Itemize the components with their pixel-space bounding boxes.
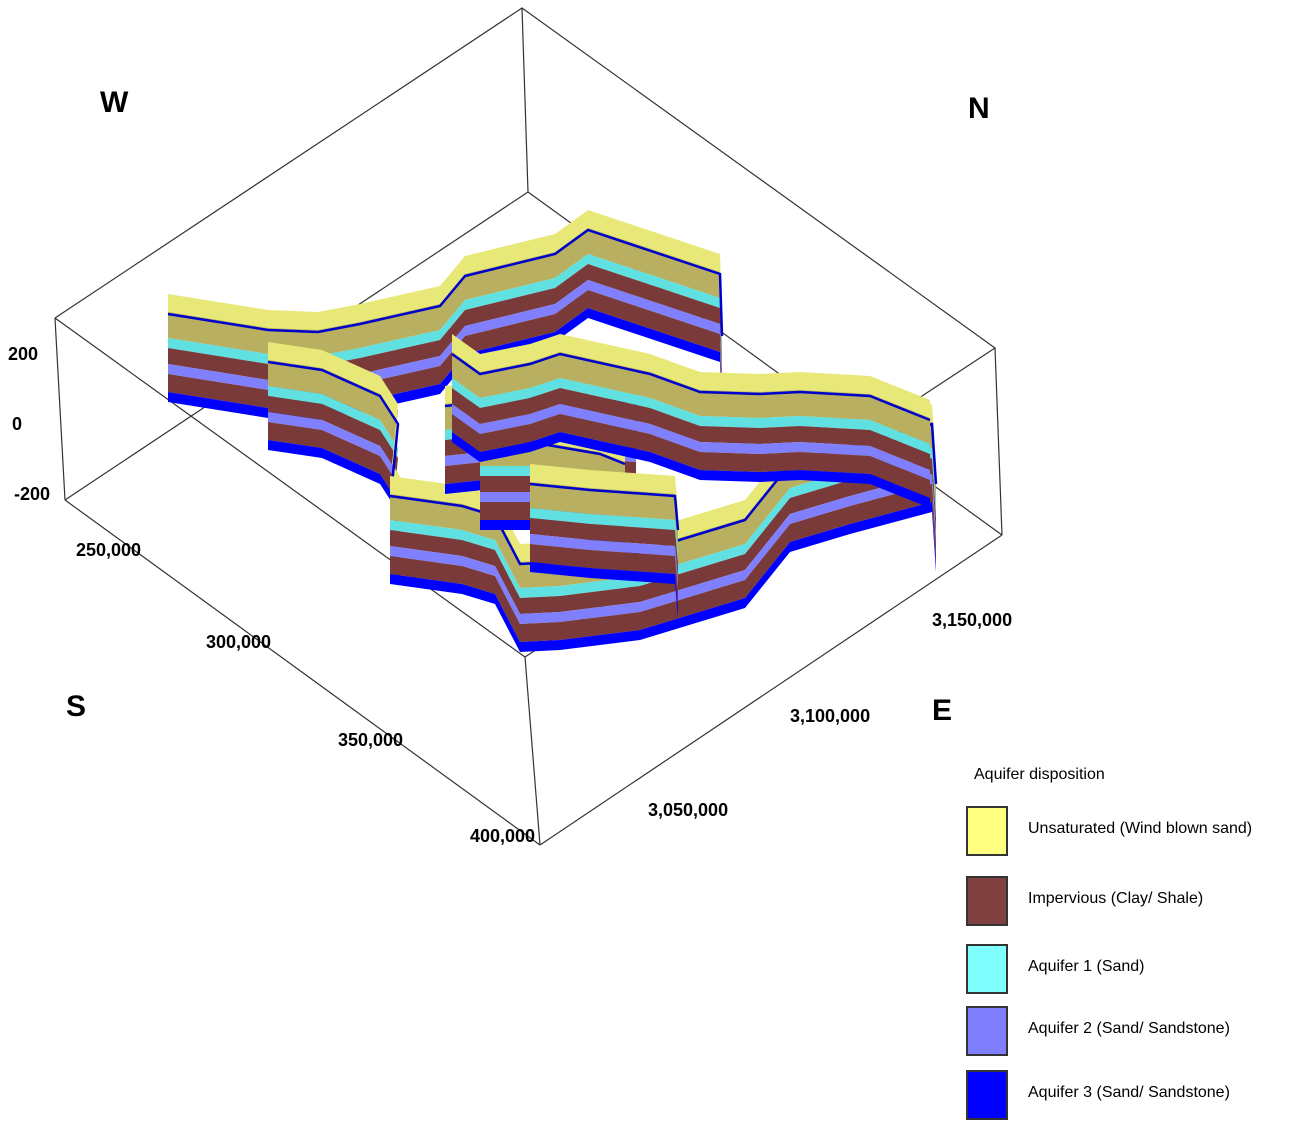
legend-item-aquifer-1: Aquifer 1 (Sand) — [966, 944, 1296, 998]
fence-top-cap — [268, 342, 400, 494]
y-tick-label: 3,100,000 — [790, 706, 871, 726]
fence-layer — [452, 378, 930, 454]
fence-section — [167, 210, 724, 424]
fence-layer — [530, 518, 678, 580]
legend: Aquifer disposition Unsaturated (Wind bl… — [960, 760, 1300, 1124]
water-table-line — [167, 228, 724, 337]
box-edge-front-vertical — [524, 656, 541, 846]
fence-layer — [530, 562, 678, 618]
fence-layer — [390, 502, 936, 652]
x-tick-label: 250,000 — [76, 540, 142, 560]
fence-layer — [480, 520, 625, 552]
fence-top-cap — [530, 464, 678, 528]
fence-layer — [390, 484, 936, 642]
fence-layer — [530, 534, 678, 590]
fence-section — [529, 464, 680, 618]
water-table-line — [451, 352, 931, 422]
fence-layer — [480, 466, 625, 498]
compass-west-label: W — [100, 86, 129, 119]
fence-layer — [268, 386, 400, 530]
fence-layer — [452, 404, 930, 480]
legend-item-aquifer-2: Aquifer 2 (Sand/ Sandstone) — [966, 1006, 1296, 1060]
z-tick-label: 0 — [12, 414, 23, 434]
fence-top-cap — [452, 334, 930, 418]
fence-layer — [452, 414, 930, 498]
legend-swatch — [966, 1006, 1008, 1056]
z-tick-label: 200 — [8, 344, 39, 364]
water-table-line — [529, 482, 680, 531]
fence-section — [451, 334, 931, 508]
fence-layer — [268, 412, 400, 556]
fence-layer — [268, 440, 400, 584]
y-tick-label: 3,150,000 — [932, 610, 1013, 630]
x-tick-label: 400,000 — [470, 826, 536, 846]
fence-layer — [530, 544, 678, 608]
legend-swatch — [966, 1070, 1008, 1120]
box-edge-left-vertical — [54, 317, 66, 501]
legend-item-impervious: Impervious (Clay/ Shale) — [966, 876, 1296, 930]
box-edge-back-vertical — [521, 7, 529, 193]
legend-label: Unsaturated (Wind blown sand) — [1028, 820, 1253, 837]
legend-label: Impervious (Clay/ Shale) — [1028, 890, 1204, 907]
fence-layer — [390, 448, 936, 598]
fence-layer — [390, 458, 936, 614]
fence-panels — [167, 210, 938, 652]
z-tick-label: -200 — [14, 484, 51, 504]
x-tick-label: 350,000 — [338, 730, 404, 750]
fence-layer — [530, 508, 678, 564]
y-tick-label: 3,050,000 — [648, 800, 729, 820]
legend-label: Aquifer 3 (Sand/ Sandstone) — [1028, 1084, 1230, 1101]
fence-layer — [268, 396, 400, 546]
legend-item-unsaturated: Unsaturated (Wind blown sand) — [966, 806, 1296, 860]
compass-south-label: S — [66, 690, 87, 723]
box-edge-right-vertical — [994, 347, 1003, 536]
box-edge-bottom-right — [539, 534, 1003, 846]
legend-swatch — [966, 806, 1008, 856]
fence-layer — [480, 492, 625, 524]
fence-layer — [452, 432, 930, 508]
legend-swatch — [966, 876, 1008, 926]
fence-layer — [268, 422, 400, 574]
fence-layer — [452, 340, 930, 444]
compass-east-label: E — [932, 694, 953, 727]
fence-layer — [390, 474, 936, 624]
x-tick-label: 300,000 — [206, 632, 272, 652]
legend-label: Aquifer 1 (Sand) — [1028, 958, 1145, 975]
legend-title: Aquifer disposition — [974, 766, 1105, 783]
legend-swatch — [966, 944, 1008, 994]
legend-label: Aquifer 2 (Sand/ Sandstone) — [1028, 1020, 1230, 1037]
compass-north-label: N — [968, 92, 990, 125]
fence-section — [267, 342, 402, 584]
box-edge-bottom-left — [64, 499, 541, 846]
legend-item-aquifer-3: Aquifer 3 (Sand/ Sandstone) — [966, 1070, 1296, 1124]
fence-layer — [452, 388, 930, 470]
